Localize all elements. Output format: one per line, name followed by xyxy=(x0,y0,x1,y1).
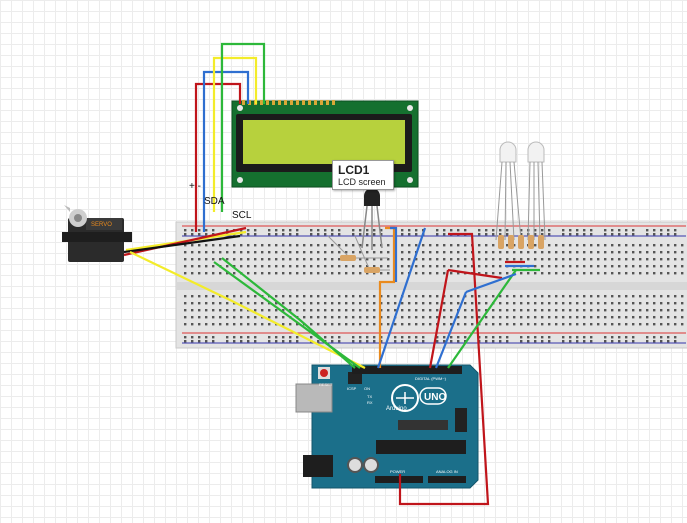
analog-in-label: ANALOG IN xyxy=(436,469,458,474)
servo-brand: SERVO xyxy=(91,222,112,228)
breadboard-holes xyxy=(184,229,684,343)
tx-label: TX xyxy=(367,394,372,399)
power-label: POWER xyxy=(390,469,405,474)
wires xyxy=(123,42,540,506)
lcd-module[interactable] xyxy=(231,100,419,188)
arduino-model-label: UNO xyxy=(424,392,446,403)
reset-label: RESET xyxy=(319,382,333,387)
rgb-led-array[interactable] xyxy=(495,141,546,249)
lcd-tooltip: LCD1 LCD screen xyxy=(332,160,394,190)
icsp-label: ICSP xyxy=(347,386,357,391)
lcd-tooltip-title: LCD1 xyxy=(338,163,370,177)
lcd-tooltip-subtitle: LCD screen xyxy=(338,177,386,187)
resistor-pair[interactable] xyxy=(327,235,390,273)
breadboard[interactable] xyxy=(175,221,687,349)
plus-minus-label: + - xyxy=(189,181,201,192)
servo-motor[interactable] xyxy=(62,205,132,262)
digital-label: DIGITAL (PWM~) xyxy=(415,376,447,381)
transistor[interactable] xyxy=(361,188,383,250)
rx-label: RX xyxy=(367,400,373,405)
sda-label: SDA xyxy=(204,196,225,207)
arduino-uno-board[interactable] xyxy=(295,364,479,489)
on-label: ON xyxy=(364,386,370,391)
arduino-brand-label: Arduino xyxy=(386,406,407,412)
scl-label: SCL xyxy=(232,210,252,221)
